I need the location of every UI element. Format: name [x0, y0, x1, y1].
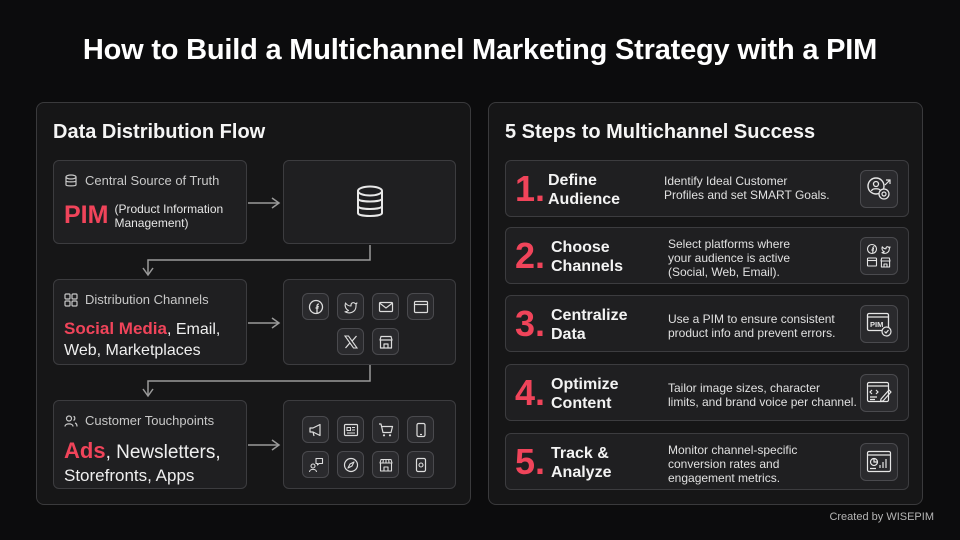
grid-small-icon	[64, 292, 78, 307]
channel-grid-icon	[860, 237, 898, 275]
step-number: 3.	[515, 303, 546, 344]
step-description: Identify Ideal Customer Profiles and set…	[664, 174, 830, 202]
step-title: Optimize Content	[551, 376, 619, 412]
step-card: 1. Define Audience Identify Ideal Custom…	[505, 160, 909, 217]
megaphone-icon	[302, 416, 329, 443]
data-distribution-panel: Data Distribution Flow Central Source of…	[36, 102, 471, 505]
step-card: 4. Optimize Content Tailor image sizes, …	[505, 364, 909, 421]
step-card: 5. Track & Analyze Monitor channel-speci…	[505, 433, 909, 490]
pim-sub-line2: Management)	[114, 215, 189, 230]
step-title: Track & Analyze	[551, 445, 612, 481]
arrow-down-1	[147, 245, 371, 274]
newspaper-icon	[337, 416, 364, 443]
channels-line2: Web, Marketplaces	[64, 342, 201, 359]
touchpoints-rest: , Newsletters,	[105, 442, 221, 463]
step-title: Define Audience	[548, 172, 621, 208]
step-card: 2. Choose Channels Select platforms wher…	[505, 227, 909, 284]
storefront-icon	[372, 328, 399, 355]
step-number: 2.	[515, 235, 546, 276]
pim-sub-line1: (Product Information	[114, 201, 224, 216]
channel-icons-box	[283, 279, 456, 365]
storefront-icon	[372, 451, 399, 478]
channels-label: Distribution Channels	[85, 292, 209, 307]
x-icon	[337, 328, 364, 355]
page-title: How to Build a Multichannel Marketing St…	[82, 34, 878, 66]
analytics-dashboard-icon	[860, 443, 898, 481]
pim-highlight: PIM	[64, 201, 109, 229]
touchpoints-label: Customer Touchpoints	[85, 413, 215, 428]
step-card: 3. Centralize Data Use a PIM to ensure c…	[505, 295, 909, 352]
target-audience-icon	[860, 170, 898, 208]
touchpoints-line2: Storefronts, Apps	[64, 466, 195, 485]
step-description: Select platforms where your audience is …	[668, 237, 791, 279]
pim-check-icon: PIM	[860, 305, 898, 343]
step-number: 4.	[515, 372, 546, 413]
twitter-icon	[337, 293, 364, 320]
users-small-icon	[64, 414, 78, 427]
step-description: Monitor channel-specific conversion rate…	[668, 443, 798, 485]
step-description: Use a PIM to ensure consistent product i…	[668, 312, 836, 340]
cart-icon	[372, 416, 399, 443]
steps-panel: 5 Steps to Multichannel Success 1. Defin…	[488, 102, 923, 505]
browser-window-icon	[407, 293, 434, 320]
touchpoints-box: Customer Touchpoints Ads, Newsletters, S…	[53, 400, 247, 489]
database-box	[283, 160, 456, 244]
step-description: Tailor image sizes, character limits, an…	[668, 381, 857, 409]
database-icon	[356, 185, 383, 217]
smartphone-icon	[407, 416, 434, 443]
step-number: 5.	[515, 441, 546, 482]
step-number: 1.	[515, 168, 546, 209]
edit-content-icon	[860, 374, 898, 412]
credit-text: Created by WISEPIM	[829, 511, 934, 523]
flow-connectors	[142, 197, 371, 451]
mail-icon	[372, 293, 399, 320]
channels-highlight: Social Media	[64, 319, 167, 338]
step-title: Centralize Data	[551, 307, 628, 343]
database-small-icon	[65, 173, 77, 186]
touchpoint-icons-box	[283, 400, 456, 489]
source-box: Central Source of Truth PIM (Product Inf…	[53, 160, 247, 244]
step-title: Choose Channels	[551, 239, 624, 275]
chat-user-icon	[302, 451, 329, 478]
arrow-down-2	[147, 365, 371, 395]
source-label: Central Source of Truth	[85, 173, 220, 188]
channels-rest: , Email,	[166, 321, 221, 338]
compass-icon	[337, 451, 364, 478]
panel-heading: Data Distribution Flow	[53, 121, 266, 143]
panel-heading: 5 Steps to Multichannel Success	[505, 121, 816, 143]
svg-text:PIM: PIM	[870, 320, 883, 329]
touchpoints-highlight: Ads	[64, 438, 106, 463]
facebook-icon	[302, 293, 329, 320]
app-icon	[407, 451, 434, 478]
channels-box: Distribution Channels Social Media, Emai…	[53, 279, 247, 365]
